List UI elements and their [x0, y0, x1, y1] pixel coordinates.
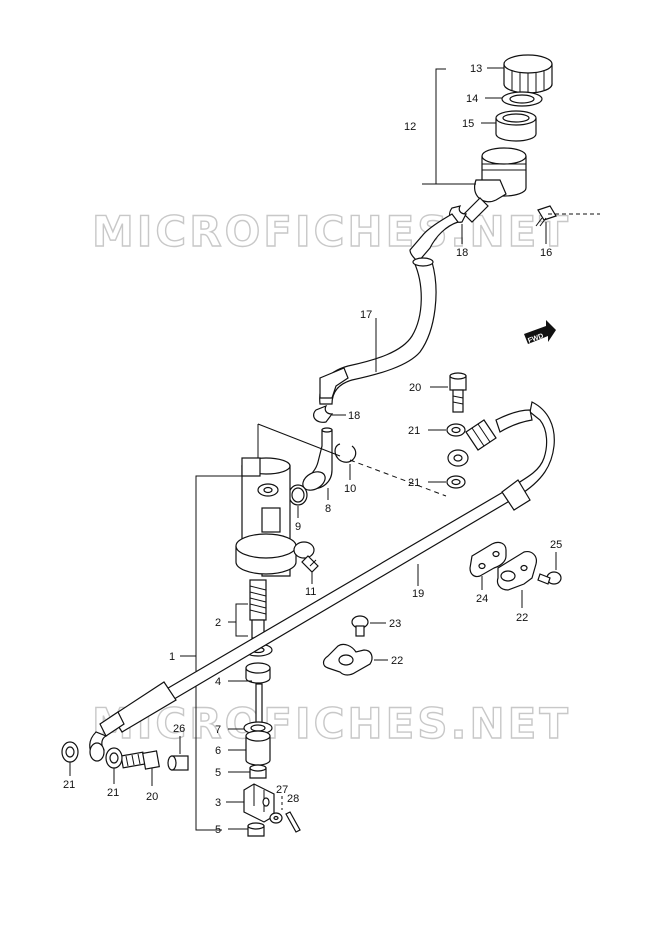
callout-9: 9 — [295, 521, 301, 533]
watermark-top: MICROFICHES.NET — [92, 207, 571, 256]
lock-nut-ring — [243, 721, 273, 735]
bleeder-cap — [167, 755, 189, 771]
mounting-bolt — [293, 541, 319, 573]
reservoir-cap — [503, 54, 553, 94]
callout-23: 23 — [389, 618, 401, 630]
callout-16: 16 — [540, 247, 552, 259]
gasket-washer-lower — [105, 747, 123, 769]
callout-5a: 5 — [215, 767, 221, 779]
callout-4: 4 — [215, 676, 221, 688]
o-ring — [288, 484, 308, 506]
callout-12: 12 — [404, 121, 416, 133]
callout-22a: 22 — [516, 612, 528, 624]
hose-clamp-bracket-lower — [322, 643, 373, 676]
callout-25: 25 — [550, 539, 562, 551]
callout-17: 17 — [360, 309, 372, 321]
callout-1: 1 — [169, 651, 175, 663]
union-bolt-lower — [120, 750, 160, 770]
union-bolt-upper — [449, 372, 467, 413]
nut-lower — [247, 822, 265, 837]
reservoir-diaphragm — [495, 110, 537, 142]
callout-19: 19 — [412, 588, 424, 600]
callout-6: 6 — [215, 745, 221, 757]
hose-guide-plate — [469, 541, 507, 578]
callout-20b: 20 — [146, 791, 158, 803]
callout-28: 28 — [287, 793, 299, 805]
cotter-pin — [285, 811, 301, 833]
hose-clamp-lower — [313, 404, 334, 423]
brake-hose — [89, 401, 555, 762]
watermark-bottom: MICROFICHES.NET — [92, 699, 571, 748]
clevis-washer — [269, 812, 283, 824]
gasket-washer-upper — [446, 423, 466, 437]
callout-21d: 21 — [107, 787, 119, 799]
callout-10: 10 — [344, 483, 356, 495]
callout-7: 7 — [215, 724, 221, 736]
circlip — [334, 443, 357, 463]
callout-21c: 21 — [63, 779, 75, 791]
callout-labels: 1 2 3 4 5 5 6 7 8 9 10 11 12 13 14 15 16… — [63, 63, 562, 836]
master-cylinder-body — [235, 457, 297, 577]
callout-15: 15 — [462, 118, 474, 130]
callout-27: 27 — [276, 784, 288, 796]
callout-3: 3 — [215, 797, 221, 809]
push-rod-joint — [245, 730, 271, 766]
callout-13: 13 — [470, 63, 482, 75]
reservoir-mount-bolt — [535, 205, 557, 227]
callout-11: 11 — [305, 586, 316, 598]
hose-clamp-bracket-upper — [496, 551, 537, 591]
nut-upper — [249, 764, 267, 779]
reservoir-hose — [319, 213, 459, 405]
callout-21a: 21 — [408, 425, 420, 437]
gasket-washer-mid — [446, 475, 466, 489]
bracket-screw — [351, 615, 369, 637]
fwd-arrow-icon: FWD — [524, 320, 556, 345]
reservoir-tank — [463, 147, 527, 223]
callout-21b: 21 — [408, 477, 420, 489]
callout-2: 2 — [215, 617, 221, 629]
piston-spring — [249, 579, 267, 639]
callout-5b: 5 — [215, 824, 221, 836]
callout-18a: 18 — [456, 247, 468, 259]
clamp-screw — [537, 571, 562, 585]
callout-8: 8 — [325, 503, 331, 515]
callout-14: 14 — [466, 93, 478, 105]
reservoir-diaphragm-plate — [501, 91, 543, 107]
gasket-washer-left — [61, 741, 79, 763]
callout-18b: 18 — [348, 410, 360, 422]
callout-26: 26 — [173, 723, 185, 735]
hose-joint-elbow — [302, 427, 333, 491]
clevis — [243, 783, 275, 823]
callout-20a: 20 — [409, 382, 421, 394]
callout-22b: 22 — [391, 655, 403, 667]
callout-24: 24 — [476, 593, 488, 605]
